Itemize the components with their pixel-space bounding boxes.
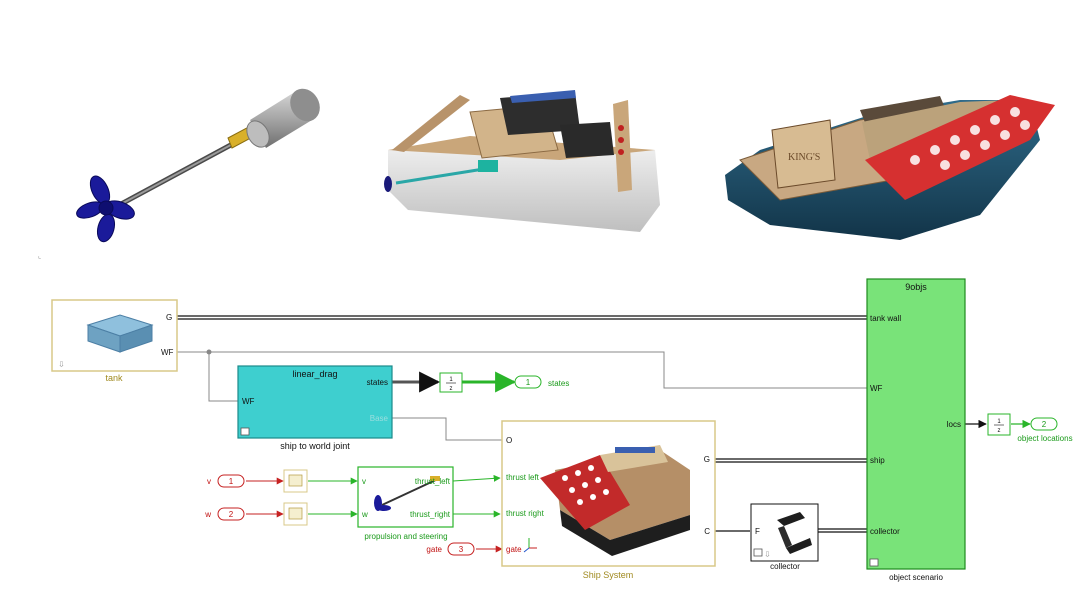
states-outport[interactable]: 1 [514,375,542,389]
collector-label: collector [770,562,800,571]
svg-text:1: 1 [229,477,234,486]
subsystem-icon [240,427,250,436]
ship-port-g: G [704,455,710,464]
drag-port-wf: WF [242,397,255,406]
svg-text:KING'S: KING'S [788,152,820,163]
scenario-port-locs: locs [947,420,961,429]
ship-port-thrust-left: thrust left [506,473,540,482]
branch-point [206,349,212,355]
propeller-icon [374,476,441,511]
scenario-port-ship: ship [870,456,885,465]
axes-icon [523,538,537,553]
tank-block[interactable]: ⇩ G WF [51,299,178,372]
ship-port-thrust-right: thrust right [506,509,545,518]
object-scenario-block[interactable]: 9objs tank wall WF ship collector locs [866,278,966,570]
boat-photo-illustration: KING'S [725,95,1055,240]
ship-system-block[interactable]: O thrust left thrust right gate G C [501,420,716,567]
tank-port-g: G [166,313,172,322]
svg-text:1: 1 [449,377,453,383]
scenario-label: object scenario [889,573,943,582]
tank-icon [86,314,154,353]
subsystem-icon [869,558,879,567]
tank-port-wf: WF [161,348,174,357]
scenario-port-collector: collector [870,527,900,536]
block-corner-icon: ⇩ [58,360,65,369]
subsystem-icon [753,548,763,557]
inport-v-label: v [207,477,211,486]
collector-block[interactable]: F ⇩ [750,503,819,562]
svg-text:1: 1 [997,419,1001,425]
locs-discrete-integrator[interactable]: 1 z [987,413,1011,436]
scenario-title: 9objs [905,282,927,292]
block-corner-icon: ⇩ [764,550,771,559]
svg-text:2: 2 [229,510,234,519]
states-discrete-integrator[interactable]: 1 z [439,372,463,393]
collector-icon [777,512,812,554]
svg-text:1: 1 [526,378,531,387]
propulsion-port-right: thrust_right [410,510,451,519]
ship-port-o: O [506,436,512,445]
svg-text:3: 3 [459,545,464,554]
ship-to-world-joint-block[interactable]: linear_drag WF states Base [237,365,393,439]
inport-v[interactable]: 1 [217,474,245,488]
scenario-port-tank-wall: tank wall [870,314,901,323]
object-locations-outport[interactable]: 2 [1030,417,1058,431]
propulsion-port-left: thrust_left [415,477,451,486]
drag-label: ship to world joint [280,441,350,451]
inport-w[interactable]: 2 [217,507,245,521]
ship-model-icon [540,445,690,556]
inport-w-label: w [204,510,211,519]
svg-text:z: z [998,428,1001,434]
drag-port-frame: Base [370,414,389,423]
thrust-left-line[interactable] [452,474,501,482]
drag-port-states: states [367,378,388,387]
object-locations-label: object locations [1017,434,1072,443]
thin-connections [177,351,867,441]
states-outport-label: states [548,379,569,388]
w-signal-converter-block[interactable] [283,502,308,526]
ship-system-label: Ship System [583,570,634,580]
svg-text:⌞: ⌞ [38,253,41,260]
v-signal-converter-block[interactable] [283,469,308,493]
motor-shaft-propeller-illustration: ⌞ [38,88,320,260]
ship-port-c: C [704,527,710,536]
propulsion-port-w: w [361,510,368,519]
ship-port-gate: gate [506,545,522,554]
scenario-port-wf: WF [870,384,883,393]
svg-text:2: 2 [1042,420,1047,429]
drag-title: linear_drag [292,369,337,379]
propulsion-label: propulsion and steering [364,532,447,541]
propulsion-port-v: v [362,477,366,486]
inport-gate-label: gate [426,545,442,554]
tank-label: tank [105,373,123,383]
boat-cad-illustration [384,90,660,232]
collector-port-f: F [755,527,760,536]
inport-gate[interactable]: 3 [447,542,475,556]
propulsion-and-steering-block[interactable]: v w thrust_left thrust_right [357,466,454,528]
svg-text:z: z [450,386,453,392]
physical-connections [177,315,867,533]
